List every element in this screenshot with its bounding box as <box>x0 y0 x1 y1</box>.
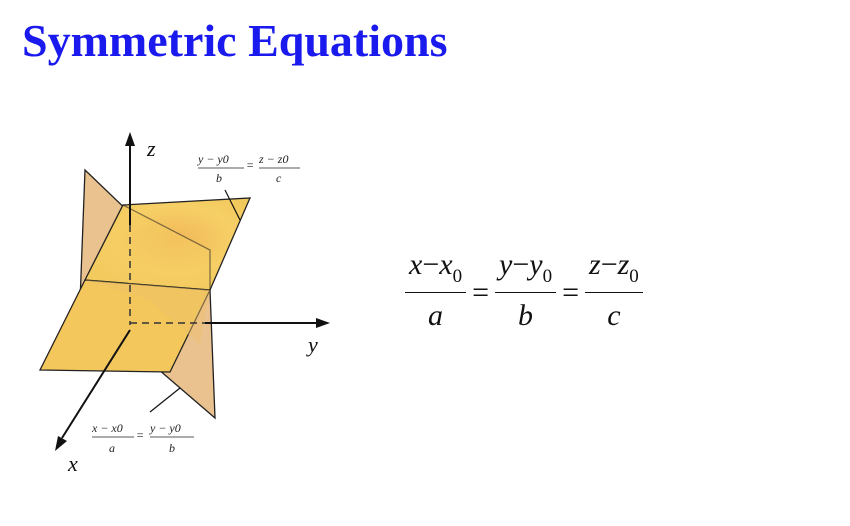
x-axis <box>61 329 131 439</box>
plane1-leader <box>224 189 241 221</box>
plane1-left-num: y − y0 <box>197 152 229 166</box>
denominator-b: b <box>518 299 534 332</box>
y-arrow <box>316 318 330 328</box>
equals-sign-2: = <box>562 275 579 309</box>
page-title: Symmetric Equations <box>22 15 448 66</box>
plane1-equals: = <box>246 158 254 172</box>
front-plane <box>83 204 211 291</box>
numerator-x: x−x0 <box>409 248 463 287</box>
plane1-left-den: b <box>216 171 222 185</box>
equals-sign-1: = <box>472 275 489 309</box>
plane1-right-num: z − z0 <box>258 152 288 166</box>
x-arrow <box>55 436 67 451</box>
front-plane-lower <box>85 280 210 345</box>
plane2-left-den: a <box>109 441 115 455</box>
plane2-left-num: x − x0 <box>91 421 123 435</box>
fraction-x: x−x0 a <box>405 248 467 332</box>
plane2-right-num: y − y0 <box>149 421 181 435</box>
denominator-a: a <box>428 299 444 332</box>
plane2-right-den: b <box>169 441 175 455</box>
plane2-leader <box>149 387 181 413</box>
symmetric-equation: x−x0 a = y−y0 b = z−z0 c <box>405 250 643 331</box>
fraction-z: z−z0 c <box>585 250 643 331</box>
fraction-y: y−y0 b <box>495 248 557 332</box>
x-axis-label: x <box>67 451 78 476</box>
y-axis-label: y <box>306 332 318 357</box>
plane1-right-den: c <box>276 171 282 185</box>
z-arrow <box>125 132 135 146</box>
numerator-y: y−y0 <box>499 248 553 287</box>
z-axis-label: z <box>146 136 156 161</box>
numerator-z: z−z0 <box>589 248 639 287</box>
denominator-c: c <box>607 299 621 332</box>
plane2-equals: = <box>136 428 144 442</box>
